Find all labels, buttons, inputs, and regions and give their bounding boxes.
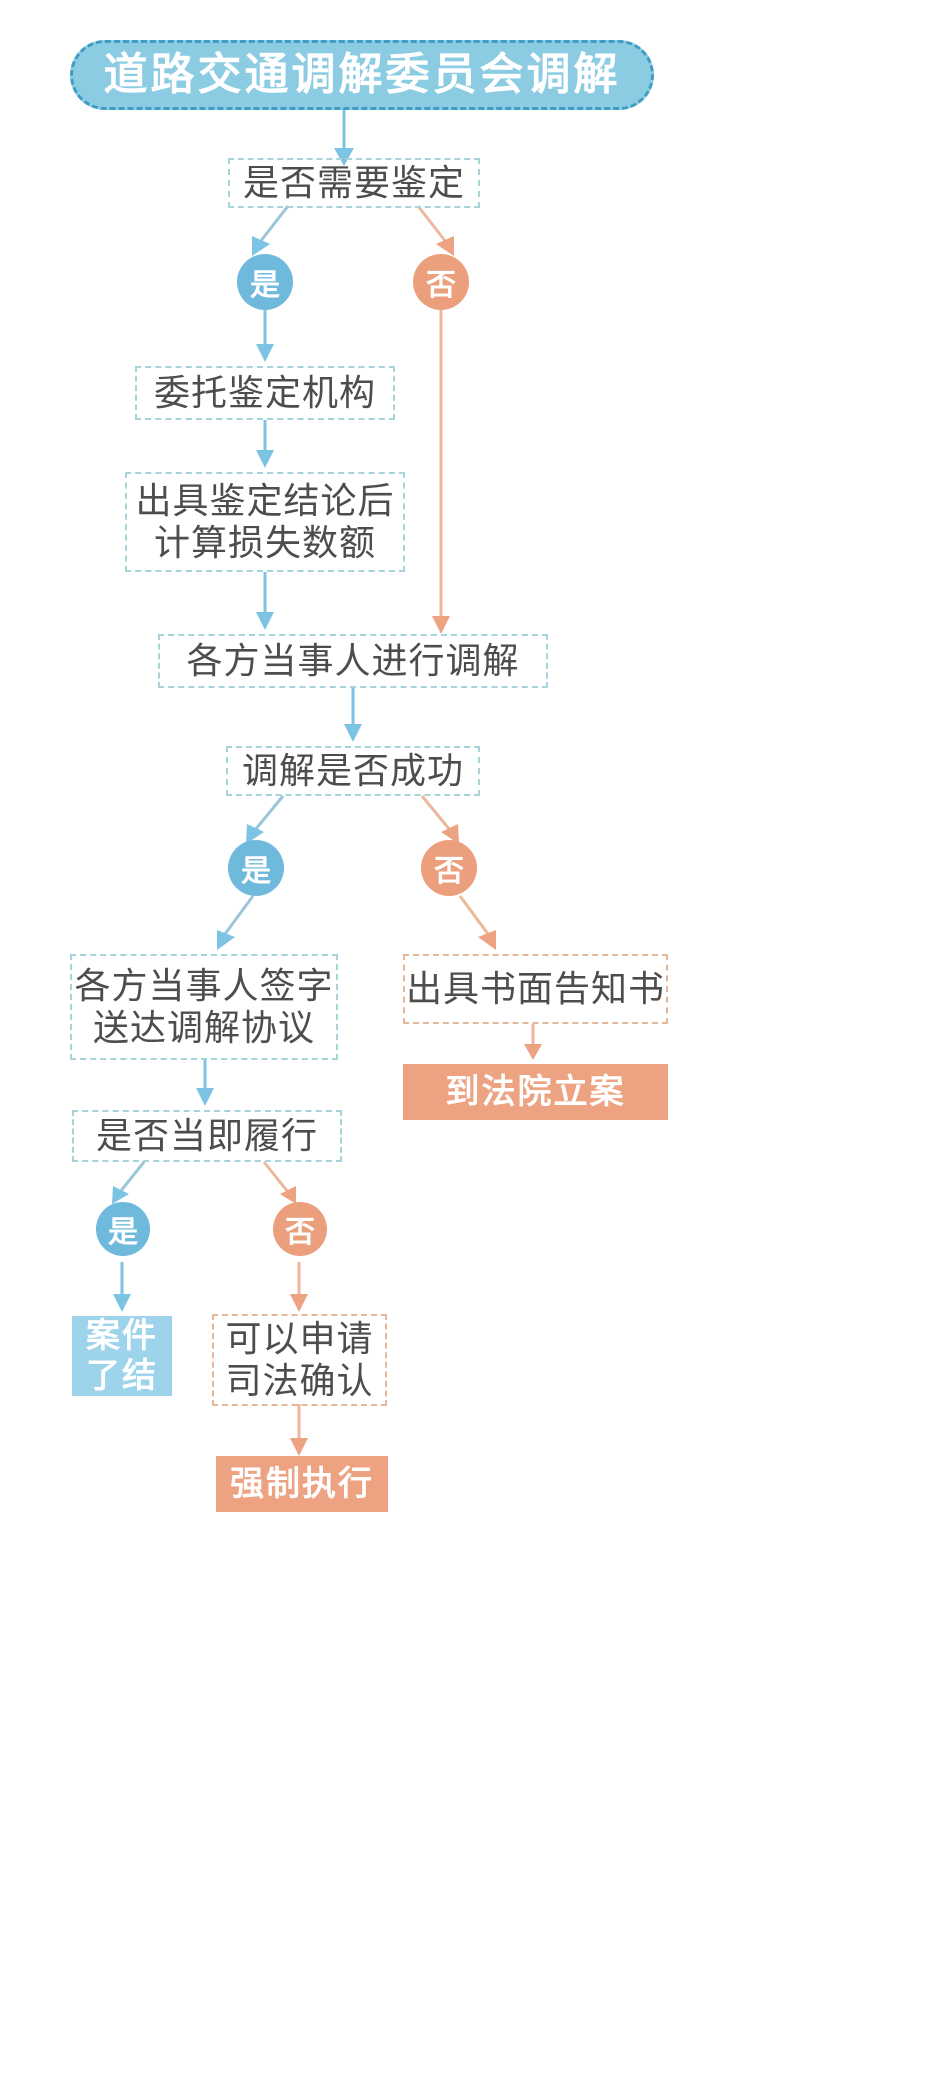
node-enforcement[interactable]: 强制执行 <box>216 1456 388 1512</box>
node-start-title[interactable]: 道路交通调解委员会调解 <box>70 40 654 110</box>
connector-appraisal-yes <box>240 205 300 260</box>
connector-success-yes <box>233 795 295 848</box>
badge-perform-no: 否 <box>273 1202 327 1256</box>
node-judicial-confirm[interactable]: 可以申请 司法确认 <box>212 1314 387 1406</box>
connector-no-to-judicial <box>287 1262 311 1316</box>
connector-entrust-to-calc <box>253 420 277 472</box>
node-parties-mediate[interactable]: 各方当事人进行调解 <box>158 634 548 688</box>
connector-perform-no <box>252 1161 310 1208</box>
node-entrust-agency[interactable]: 委托鉴定机构 <box>135 366 395 420</box>
badge-appraisal-no: 否 <box>413 254 469 310</box>
node-decision-need-appraisal[interactable]: 是否需要鉴定 <box>228 158 480 208</box>
connector-start-to-appraisal <box>332 108 356 170</box>
connector-sign-to-perform <box>193 1060 217 1110</box>
connector-appraisal-no <box>406 205 466 260</box>
node-calc-loss[interactable]: 出具鉴定结论后 计算损失数额 <box>125 472 405 572</box>
connector-success-no <box>410 795 472 848</box>
badge-appraisal-yes: 是 <box>237 254 293 310</box>
node-file-court[interactable]: 到法院立案 <box>403 1064 668 1120</box>
node-decision-immediate-perform[interactable]: 是否当即履行 <box>72 1110 342 1162</box>
connector-no-to-mediate-long <box>429 310 453 638</box>
badge-mediation-no: 否 <box>421 840 477 896</box>
connector-calc-to-mediate <box>253 572 277 634</box>
connector-judicial-to-enforcement <box>287 1404 311 1460</box>
badge-perform-yes: 是 <box>96 1202 150 1256</box>
node-case-closed[interactable]: 案件 了结 <box>72 1316 172 1396</box>
connector-no-to-notice <box>448 895 510 954</box>
badge-mediation-yes: 是 <box>228 840 284 896</box>
connector-perform-yes <box>100 1161 158 1208</box>
connector-yes-to-sign <box>205 895 267 954</box>
node-decision-mediation-success[interactable]: 调解是否成功 <box>226 746 480 796</box>
node-sign-agreement[interactable]: 各方当事人签字 送达调解协议 <box>70 954 338 1060</box>
connector-yes-to-entrust <box>253 310 277 366</box>
connector-notice-to-court <box>521 1024 545 1064</box>
connector-yes-to-closed <box>110 1262 134 1316</box>
node-written-notice[interactable]: 出具书面告知书 <box>403 954 668 1024</box>
connector-mediate-to-success <box>341 688 365 746</box>
